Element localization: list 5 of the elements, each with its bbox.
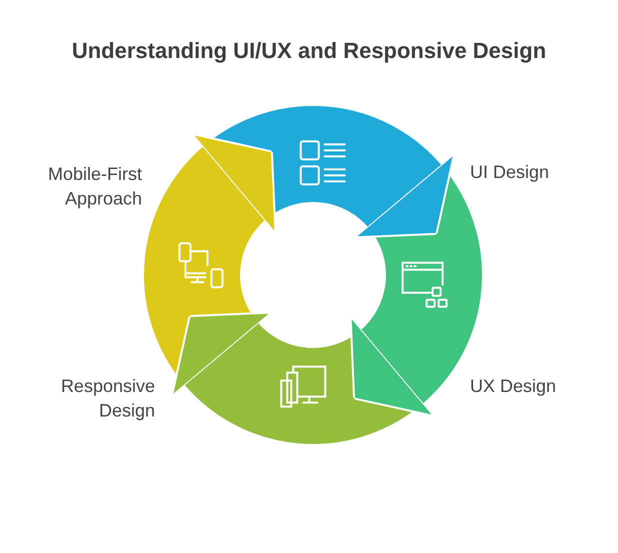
segment-label: UI Design bbox=[470, 162, 550, 182]
segment-label: Mobile-First Approach bbox=[48, 164, 142, 208]
title: Understanding UI/UX and Responsive Design bbox=[72, 38, 546, 63]
segment-label: UX Design bbox=[470, 376, 556, 396]
segment-label: Responsive Design bbox=[60, 376, 155, 420]
